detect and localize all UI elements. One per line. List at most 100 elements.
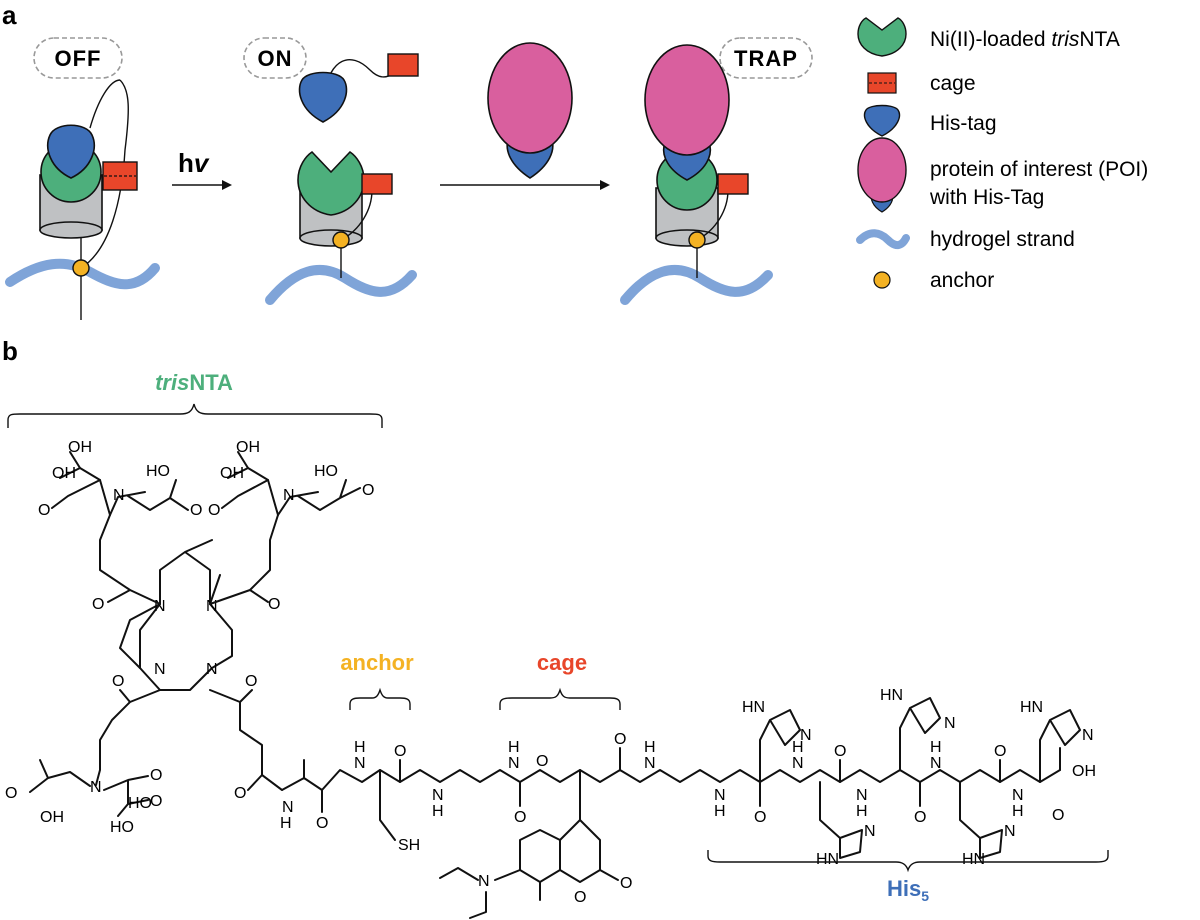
svg-text:N: N	[856, 787, 868, 804]
light-v: v	[194, 148, 210, 178]
svg-text:protein of interest (POI): protein of interest (POI)	[930, 158, 1148, 181]
svg-text:N: N	[283, 487, 295, 504]
svg-text:O: O	[834, 743, 846, 760]
thiol: SH	[398, 837, 420, 854]
svg-text:O: O	[92, 596, 104, 613]
anchor-label: anchor	[340, 650, 414, 675]
legend-poi: protein of interest (POI) with His-Tag	[857, 137, 1148, 213]
svg-text:O: O	[994, 743, 1006, 760]
cylinder-bottom-off	[39, 221, 103, 239]
svg-text:H: H	[1012, 803, 1024, 820]
hydrogel-strand-trap	[620, 265, 773, 305]
svg-text:hv: hv	[178, 148, 210, 178]
svg-text:OH: OH	[220, 465, 244, 482]
legend-anchor-icon	[873, 271, 891, 289]
histag-freed	[298, 71, 348, 123]
anchor-off	[72, 259, 90, 277]
svg-text:H: H	[644, 739, 656, 756]
svg-text:O: O	[574, 889, 586, 906]
svg-text:H: H	[792, 739, 804, 756]
svg-text:H: H	[508, 739, 520, 756]
svg-text:HN: HN	[816, 851, 839, 868]
svg-text:O: O	[208, 502, 220, 519]
svg-text:Ni(II)-loaded trisNTA: Ni(II)-loaded trisNTA	[930, 28, 1120, 51]
light-arrow: hv	[172, 148, 232, 190]
svg-text:O: O	[112, 673, 124, 690]
off-label: OFF	[55, 46, 102, 71]
svg-text:N: N	[792, 755, 804, 772]
svg-text:N: N	[1012, 787, 1024, 804]
svg-text:N: N	[113, 487, 125, 504]
poi-trap	[644, 44, 730, 156]
svg-text:N: N	[508, 755, 520, 772]
svg-text:H: H	[432, 803, 444, 820]
legend-hydrogel: hydrogel strand	[856, 228, 1075, 251]
svg-text:N: N	[944, 715, 956, 732]
svg-text:H: H	[930, 739, 942, 756]
svg-text:O: O	[914, 809, 926, 826]
svg-text:O: O	[362, 482, 374, 499]
peptide-backbone: N H H N N H H N H N N H H N N H H N N H …	[261, 731, 1096, 854]
svg-text:H: H	[280, 815, 292, 832]
svg-text:OH: OH	[68, 439, 92, 456]
on-state-construct: ON	[243, 37, 419, 305]
svg-text:OH: OH	[1072, 763, 1096, 780]
panel-label-b: b	[2, 336, 18, 366]
svg-text:hydrogel strand: hydrogel strand	[930, 228, 1075, 251]
cage-brace	[499, 687, 621, 710]
legend-hydrogel-icon	[856, 229, 910, 249]
svg-text:O: O	[38, 502, 50, 519]
hydrogel-strand-on	[265, 265, 417, 305]
trap-badge	[719, 37, 813, 79]
svg-text:N: N	[930, 755, 942, 772]
svg-text:O: O	[5, 785, 17, 802]
histag-off	[47, 124, 95, 179]
svg-text:O: O	[316, 815, 328, 832]
svg-text:N: N	[1004, 823, 1016, 840]
histidine-side-chains: HN N HN N HN N HN N HN N	[742, 687, 1094, 868]
svg-text:O: O	[514, 809, 526, 826]
svg-text:N: N	[714, 787, 726, 804]
svg-text:N: N	[1082, 727, 1094, 744]
legend: Ni(II)-loaded trisNTA cage His-tag prote…	[856, 17, 1148, 292]
trisnta-structure: N N N N O N HO O OH OH O O N HO O OH OH …	[5, 439, 374, 836]
anchor-trap	[688, 231, 706, 249]
cage-freed	[387, 53, 419, 77]
anchor-on	[332, 231, 350, 249]
svg-text:O: O	[1052, 807, 1064, 824]
atom-n: N	[154, 598, 166, 615]
panel-label-a: a	[2, 0, 17, 30]
svg-text:N: N	[206, 661, 218, 678]
legend-histag: His-tag	[863, 104, 997, 137]
legend-poi-icon	[857, 137, 907, 203]
svg-text:N: N	[864, 823, 876, 840]
legend-nta-icon	[857, 17, 907, 57]
legend-histag-icon	[863, 104, 901, 137]
legend-cage: cage	[867, 72, 976, 95]
svg-text:N: N	[282, 799, 294, 816]
svg-text:N: N	[154, 661, 166, 678]
loop-off-2	[80, 79, 129, 269]
svg-text:OH: OH	[52, 465, 76, 482]
cage-remnant-on	[361, 173, 393, 195]
svg-text:HO: HO	[110, 819, 134, 836]
svg-text:with His-Tag: with His-Tag	[929, 186, 1044, 209]
svg-text:O: O	[190, 502, 202, 519]
svg-text:HO: HO	[128, 795, 152, 812]
svg-text:O: O	[150, 793, 162, 810]
light-h: h	[178, 148, 194, 178]
svg-text:O: O	[234, 785, 246, 802]
svg-text:O: O	[620, 875, 632, 892]
svg-text:N: N	[644, 755, 656, 772]
binding-arrow	[440, 180, 610, 190]
legend-nta: Ni(II)-loaded trisNTA	[857, 17, 1120, 57]
loop-off	[89, 79, 121, 129]
backbone-chain	[261, 769, 1061, 791]
svg-text:O: O	[245, 673, 257, 690]
coumarin-cage: O O N	[439, 769, 632, 919]
svg-text:N: N	[354, 755, 366, 772]
off-badge	[33, 37, 123, 79]
svg-text:N: N	[800, 727, 812, 744]
svg-text:His-tag: His-tag	[930, 112, 997, 135]
cage-label: cage	[537, 650, 587, 675]
